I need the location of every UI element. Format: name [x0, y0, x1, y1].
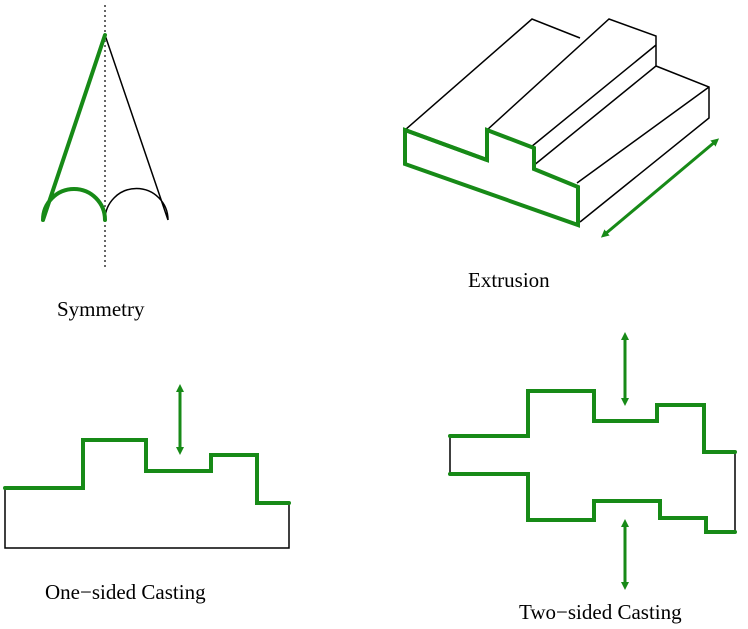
one-sided-casting-label: One−sided Casting — [45, 580, 206, 604]
extrusion-label: Extrusion — [468, 268, 550, 292]
two-sided-casting-diagram: Two−sided Casting — [448, 332, 737, 624]
extrusion-diagram: Extrusion — [403, 18, 720, 292]
one-sided-casting-outline — [4, 488, 290, 549]
symmetry-left-half — [41, 33, 107, 222]
extrusion-front-face-top — [403, 128, 489, 162]
symmetry-right-half — [104, 34, 169, 221]
extrusion-body-outline — [404, 18, 710, 223]
two-sided-casting-bottom-profile — [448, 472, 737, 534]
one-sided-casting-top-profile — [3, 438, 291, 505]
one-sided-casting-diagram: One−sided Casting — [3, 384, 291, 604]
extrusion-front-face — [403, 127, 580, 228]
two-sided-casting-label: Two−sided Casting — [519, 600, 682, 624]
two-sided-casting-top-profile — [448, 389, 737, 454]
symmetry-label: Symmetry — [57, 297, 145, 321]
symmetry-diagram: Symmetry — [41, 5, 169, 321]
extrusion-direction-arrow — [600, 138, 720, 238]
